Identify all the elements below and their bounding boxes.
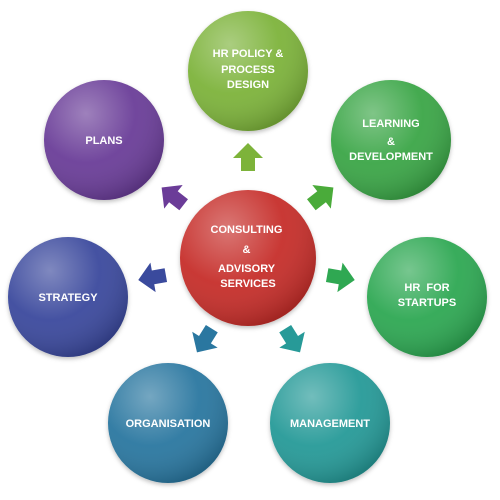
node-plans-shine [44, 80, 164, 200]
node-organisation-shine [108, 363, 228, 483]
arrow-to-management [279, 324, 305, 353]
center-node: CONSULTING & ADVISORY SERVICES [180, 190, 316, 326]
node-learning-line-1: LEARNING [362, 118, 419, 130]
node-hr-policy-line-3: DESIGN [227, 79, 269, 91]
arrow-to-hr-policy [233, 143, 263, 171]
node-learning: LEARNING & DEVELOPMENT [331, 80, 451, 200]
node-management: MANAGEMENT [270, 363, 390, 483]
node-management-line-1: MANAGEMENT [290, 418, 370, 430]
node-hr-startups-label: HR FOR STARTUPS [398, 282, 456, 309]
center-node-label: CONSULTING & ADVISORY SERVICES [211, 224, 286, 290]
node-organisation: ORGANISATION [108, 363, 228, 483]
arrow-to-learning [307, 184, 334, 211]
arrow-to-plans [161, 184, 188, 211]
node-hr-policy-line-1: HR POLICY & [213, 48, 284, 60]
node-strategy-line-1: STRATEGY [38, 292, 98, 304]
node-plans: PLANS [44, 80, 164, 200]
node-strategy: STRATEGY [8, 237, 128, 357]
node-management-label: MANAGEMENT [290, 418, 370, 430]
node-hr-startups: HR FOR STARTUPS [367, 237, 487, 357]
node-organisation-label: ORGANISATION [126, 418, 211, 430]
node-hr-startups-shine [367, 237, 487, 357]
node-learning-shine [331, 80, 451, 200]
center-line-4: SERVICES [220, 278, 275, 290]
center-line-2: & [242, 244, 250, 256]
node-hr-policy-shine [188, 11, 308, 131]
node-learning-line-3: DEVELOPMENT [349, 151, 433, 163]
arrow-to-strategy [138, 262, 168, 293]
node-strategy-shine [8, 237, 128, 357]
node-plans-label: PLANS [85, 135, 122, 147]
center-line-3: ADVISORY [218, 263, 276, 275]
node-plans-line-1: PLANS [85, 135, 122, 147]
node-hr-policy-label: HR POLICY & PROCESS DESIGN [213, 48, 284, 91]
node-hr-startups-line-2: STARTUPS [398, 297, 456, 309]
node-hr-policy-line-2: PROCESS [221, 64, 275, 76]
arrows-layer [138, 143, 355, 353]
arrow-to-organisation [192, 324, 218, 353]
node-hr-startups-line-1: HR FOR [404, 282, 449, 294]
node-learning-line-2: & [387, 136, 395, 148]
node-learning-label: LEARNING & DEVELOPMENT [349, 118, 433, 163]
center-line-1: CONSULTING [211, 224, 283, 236]
node-organisation-line-1: ORGANISATION [126, 418, 211, 430]
arrow-to-hr-startups [325, 262, 355, 293]
node-management-shine [270, 363, 390, 483]
nodes-layer: HR POLICY & PROCESS DESIGN LEARNING & DEVELOP… [8, 11, 487, 483]
node-hr-policy: HR POLICY & PROCESS DESIGN [188, 11, 308, 131]
node-strategy-label: STRATEGY [38, 292, 98, 304]
center-node-shine [180, 190, 316, 326]
